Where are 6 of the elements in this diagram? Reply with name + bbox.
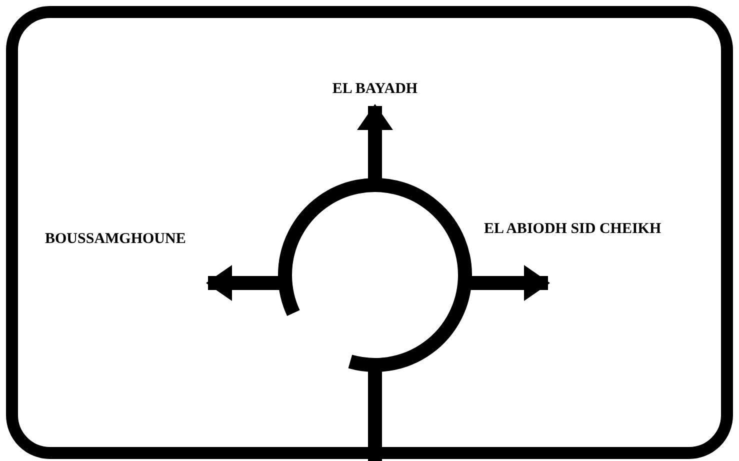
direction-arrow xyxy=(357,104,393,180)
destination-label: BOUSSAMGHOUNE xyxy=(45,230,186,248)
destination-label: EL ABIODH SID CHEIKH xyxy=(484,220,662,238)
destination-label: EL BAYADH xyxy=(332,80,418,98)
direction-arrow xyxy=(206,265,280,301)
direction-arrow xyxy=(470,265,550,301)
